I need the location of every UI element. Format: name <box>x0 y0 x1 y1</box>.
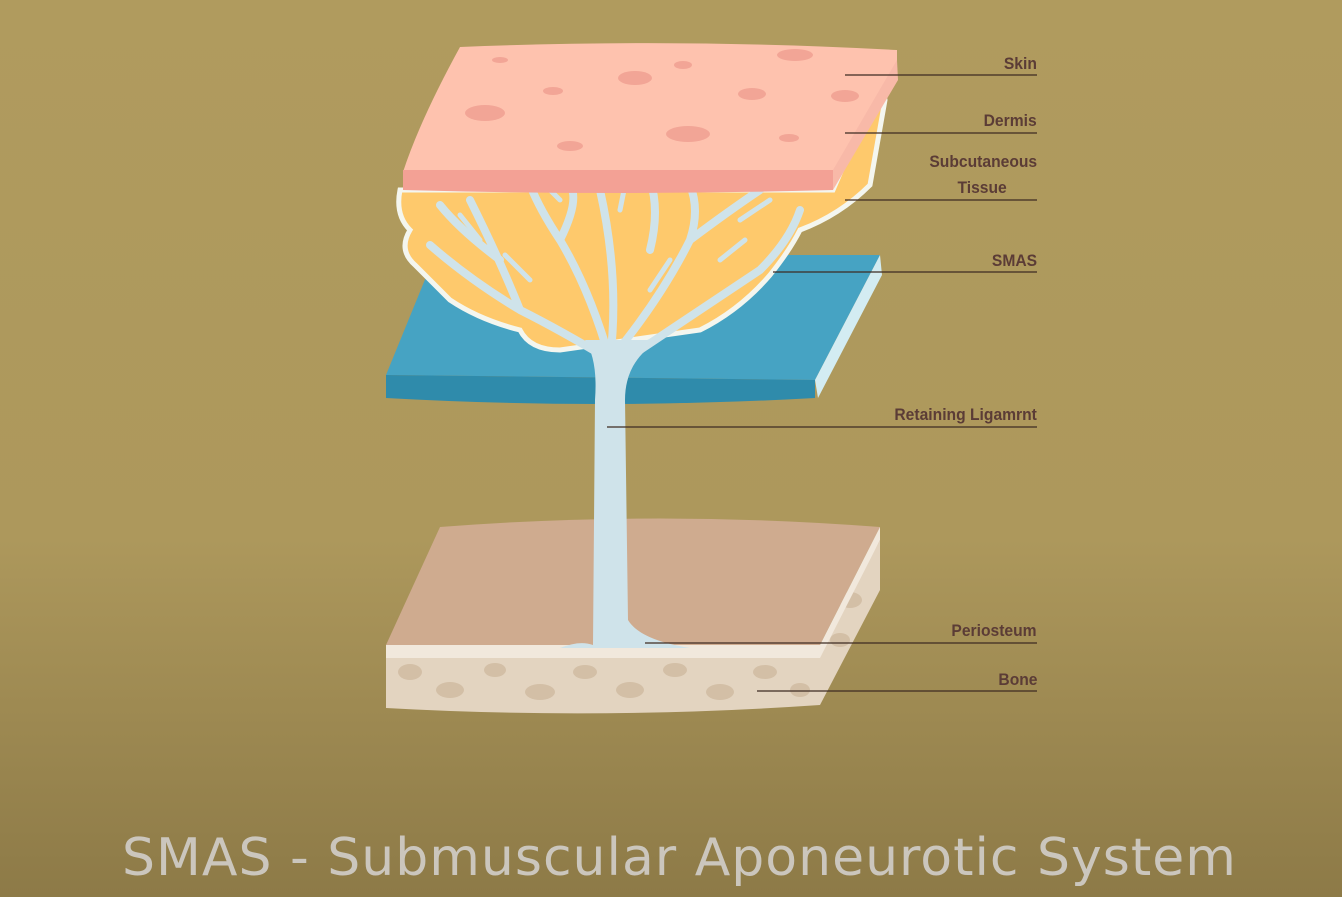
label-retaining-ligament: Retaining Ligamrnt <box>894 405 1037 424</box>
retaining-ligament <box>426 176 804 648</box>
label-smas: SMAS <box>991 251 1037 270</box>
label-dermis: Dermis <box>983 111 1037 130</box>
label-bone: Bone <box>997 670 1037 689</box>
bone-layer <box>386 540 880 714</box>
label-skin: Skin <box>1003 54 1037 73</box>
subcutaneous-layer <box>396 72 888 353</box>
diagram-title: SMAS - Submuscular Aponeurotic System <box>122 828 1237 888</box>
label-periosteum: Periosteum <box>951 621 1037 640</box>
leader-lines <box>607 74 1037 692</box>
skin-layer <box>403 43 898 193</box>
periosteum-layer <box>386 518 880 658</box>
label-subcutaneous-line2: Tissue <box>957 178 1007 197</box>
label-subcutaneous-line1: Subcutaneous <box>929 152 1037 171</box>
